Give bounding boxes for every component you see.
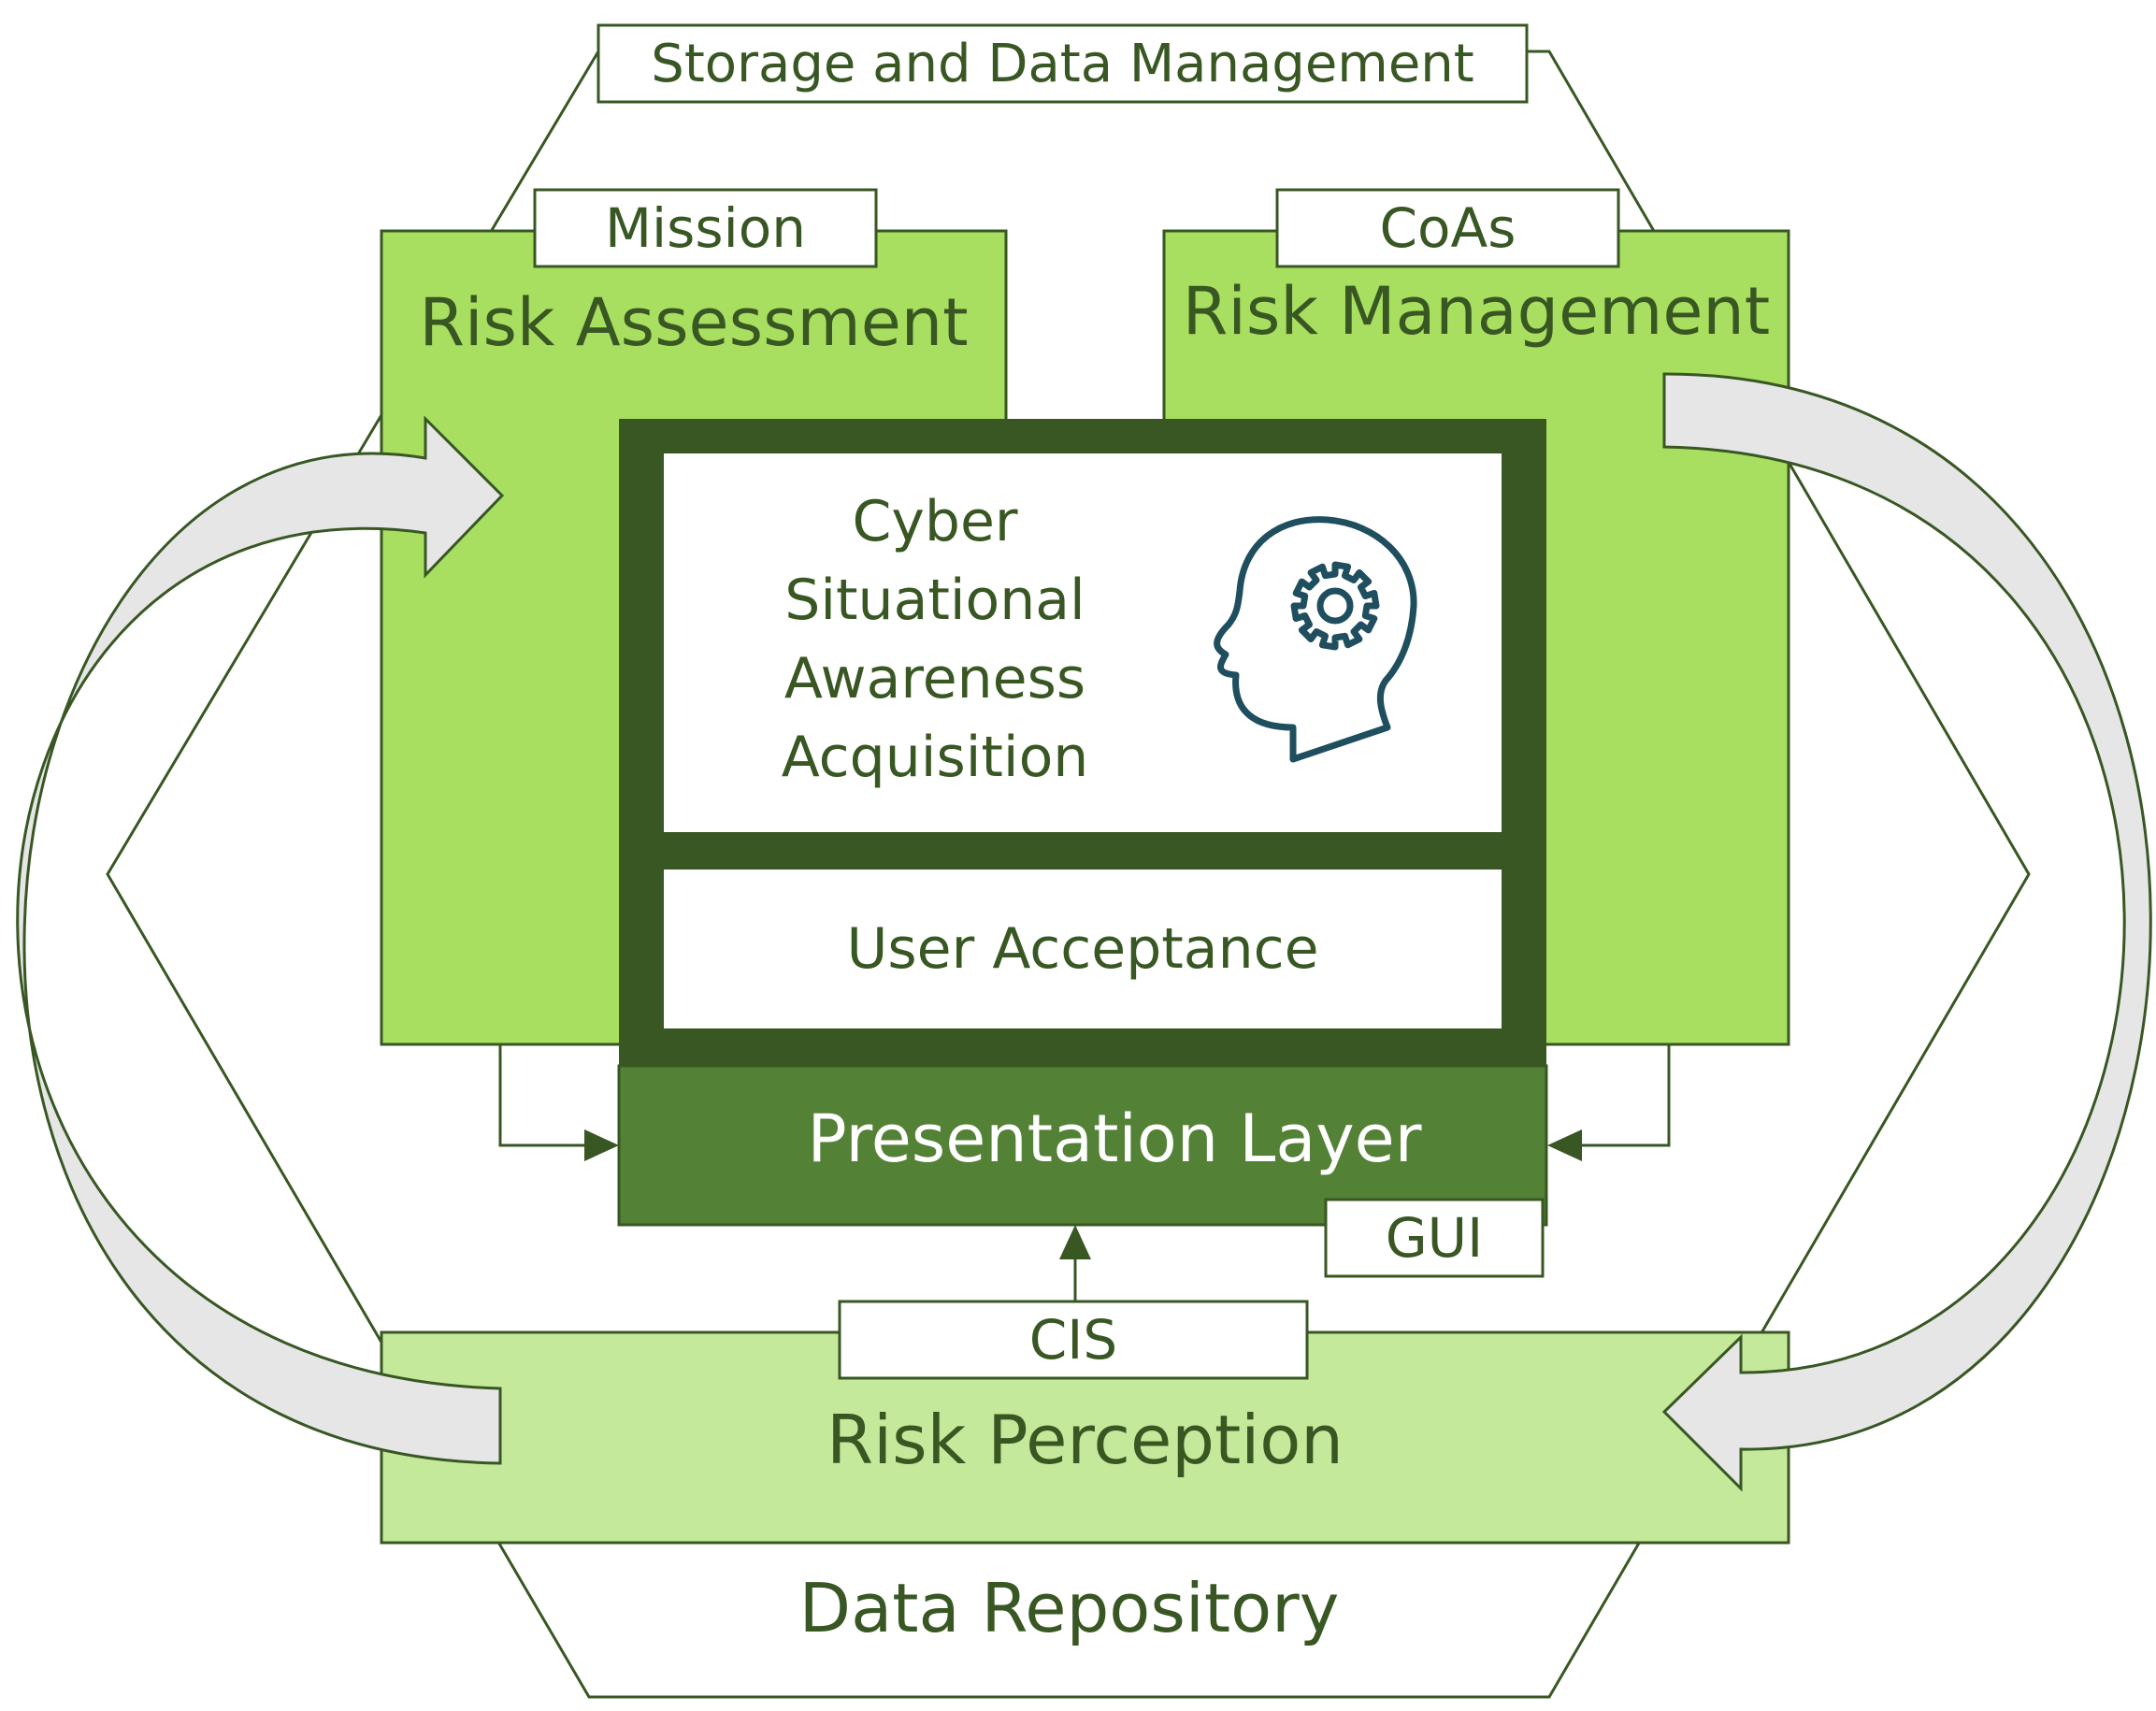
risk-management-label: Risk Management xyxy=(1182,273,1771,350)
cyber-sa-label-line-2: Situational xyxy=(784,568,1085,633)
presentation-layer-label: Presentation Layer xyxy=(807,1100,1422,1177)
situational-awareness-panel xyxy=(664,453,1502,832)
left-cycle-arrow xyxy=(16,415,505,1465)
cis-connector-arrowhead xyxy=(1059,1225,1091,1259)
cis-tag-box xyxy=(838,1300,1309,1380)
gui-tag-box xyxy=(1324,1198,1545,1278)
cyber-sa-label-line-1: Cyber xyxy=(852,489,1018,554)
data-repository-label: Data Repository xyxy=(798,1569,1340,1647)
risk-perception-label: Risk Perception xyxy=(826,1401,1344,1479)
cis-label: CIS xyxy=(1028,1308,1118,1372)
storage-tag-box xyxy=(596,23,1529,104)
cyber-sa-label-line-4: Acquisition xyxy=(781,725,1089,790)
user-acceptance-label: User Acceptance xyxy=(846,916,1319,982)
assessment-connector-arrowhead xyxy=(584,1129,619,1161)
mission-label: Mission xyxy=(605,196,806,260)
cyber-sa-label-line-3: Awareness xyxy=(783,646,1086,712)
assessment-to-presentation-connector xyxy=(498,1044,584,1147)
head-with-gear-icon xyxy=(1214,516,1417,763)
management-to-presentation-connector xyxy=(1582,1044,1671,1147)
storage-label: Storage and Data Management xyxy=(651,33,1474,94)
coas-label: CoAs xyxy=(1379,196,1516,260)
risk-assessment-label: Risk Assessment xyxy=(419,284,969,361)
mission-tag-box xyxy=(533,188,878,268)
gui-label: GUI xyxy=(1385,1206,1484,1270)
storage-hexagon-outline xyxy=(106,50,2031,1699)
management-connector-arrowhead xyxy=(1547,1129,1582,1161)
user-acceptance-panel xyxy=(664,870,1502,1028)
gear-hub-icon xyxy=(1316,587,1354,625)
right-cycle-arrow xyxy=(1661,372,2152,1492)
coas-tag-box xyxy=(1275,188,1620,268)
gear-icon xyxy=(1290,561,1380,651)
